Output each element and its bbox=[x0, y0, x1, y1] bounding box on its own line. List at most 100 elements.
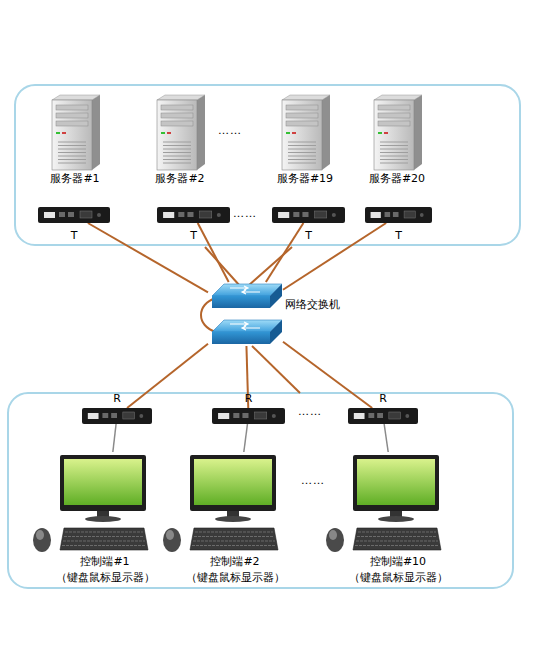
server-front bbox=[282, 100, 322, 170]
cable-line bbox=[266, 223, 304, 282]
network-switch: 网络交换机 bbox=[208, 282, 283, 346]
usb-port bbox=[242, 413, 248, 418]
mouse bbox=[326, 528, 344, 552]
switch-front bbox=[212, 332, 270, 344]
usb-port bbox=[393, 212, 399, 217]
network-cable bbox=[266, 223, 304, 282]
vent-line bbox=[380, 163, 408, 164]
drive-bay bbox=[378, 121, 410, 126]
vent-line bbox=[58, 142, 86, 143]
ellipsis-mark: …… bbox=[233, 207, 257, 220]
rj45-port bbox=[404, 211, 415, 218]
drive-bay bbox=[286, 113, 318, 118]
switch-side bbox=[270, 284, 282, 308]
key-row bbox=[355, 545, 439, 546]
network-cable bbox=[244, 424, 248, 452]
network-cable bbox=[283, 342, 372, 408]
extender-ports bbox=[272, 207, 345, 223]
extender-box: R bbox=[82, 408, 152, 424]
power-jack bbox=[139, 414, 143, 418]
cable-line bbox=[283, 342, 372, 408]
usb-port bbox=[377, 413, 383, 418]
node-label: 控制端#2 bbox=[150, 555, 320, 569]
mouse-highlight bbox=[36, 530, 44, 540]
vent-line bbox=[58, 145, 86, 146]
dvi-port bbox=[278, 212, 289, 218]
drive-bay bbox=[161, 113, 193, 118]
power-jack bbox=[420, 213, 424, 217]
status-led bbox=[286, 132, 290, 134]
drive-bay bbox=[56, 105, 88, 110]
switch-arrows bbox=[230, 322, 260, 330]
drive-bay bbox=[378, 105, 410, 110]
dvi-port bbox=[218, 413, 229, 419]
server-front bbox=[374, 100, 414, 170]
node-label: 服务器#2 bbox=[145, 172, 215, 186]
network-cable bbox=[88, 223, 208, 292]
dvi-port bbox=[354, 413, 365, 419]
dvi-port bbox=[163, 212, 174, 218]
rj45-port bbox=[200, 211, 212, 218]
monitor-frame bbox=[60, 455, 146, 511]
usb-port bbox=[111, 413, 117, 418]
server-node: 服务器#1 bbox=[40, 92, 110, 190]
server-side bbox=[92, 95, 100, 170]
drive-bay bbox=[161, 105, 193, 110]
power-jack bbox=[272, 414, 276, 418]
ellipsis-mark: …… bbox=[301, 474, 325, 487]
monitor-screen bbox=[357, 459, 435, 505]
cable-line bbox=[244, 424, 248, 452]
extender-ports bbox=[212, 408, 285, 424]
server-top bbox=[282, 95, 330, 100]
usb-port bbox=[233, 413, 239, 418]
vent-line bbox=[163, 163, 191, 164]
vent-line bbox=[380, 156, 408, 157]
network-cable bbox=[283, 223, 386, 290]
node-label: 服务器#19 bbox=[270, 172, 340, 186]
vent-line bbox=[380, 145, 408, 146]
vent-line bbox=[163, 142, 191, 143]
node-label: T bbox=[365, 229, 432, 243]
node-label: T bbox=[157, 229, 230, 243]
network-cable bbox=[113, 424, 116, 452]
cable-line bbox=[248, 247, 292, 286]
vent-line bbox=[380, 159, 408, 160]
server-side bbox=[197, 95, 205, 170]
cable-line bbox=[384, 424, 388, 452]
mouse bbox=[163, 528, 181, 552]
vent-line bbox=[163, 145, 191, 146]
usb-port bbox=[368, 413, 374, 418]
power-jack bbox=[405, 414, 409, 418]
ellipsis-mark: …… bbox=[218, 124, 242, 137]
keyboard bbox=[60, 528, 148, 550]
switch-unit bbox=[212, 320, 282, 344]
server-top bbox=[374, 95, 422, 100]
node-label: R bbox=[212, 392, 285, 406]
dvi-port bbox=[88, 413, 99, 419]
server-front bbox=[52, 100, 92, 170]
ellipsis-mark: …… bbox=[298, 405, 322, 418]
drive-bay bbox=[56, 121, 88, 126]
extra-cables bbox=[201, 247, 300, 393]
vent-line bbox=[58, 156, 86, 157]
node-label: （键盘鼠标显示器） bbox=[20, 571, 190, 585]
extender-box: T bbox=[38, 207, 110, 223]
server-node: 服务器#19 bbox=[270, 92, 340, 190]
vent-line bbox=[288, 159, 316, 160]
server-side bbox=[414, 95, 422, 170]
server-top bbox=[157, 95, 205, 100]
cable-line bbox=[113, 424, 116, 452]
drive-bay bbox=[378, 113, 410, 118]
server-front bbox=[157, 100, 197, 170]
extender-box: T bbox=[272, 207, 345, 223]
extender-ports bbox=[38, 207, 110, 223]
drive-bay bbox=[161, 121, 193, 126]
usb-port bbox=[102, 413, 108, 418]
server-group-band bbox=[15, 85, 520, 245]
vent-line bbox=[380, 152, 408, 153]
key-row bbox=[62, 545, 146, 546]
switch-top bbox=[212, 320, 282, 332]
node-label: R bbox=[348, 392, 418, 406]
dvi-port bbox=[44, 212, 55, 218]
drive-bay bbox=[286, 121, 318, 126]
